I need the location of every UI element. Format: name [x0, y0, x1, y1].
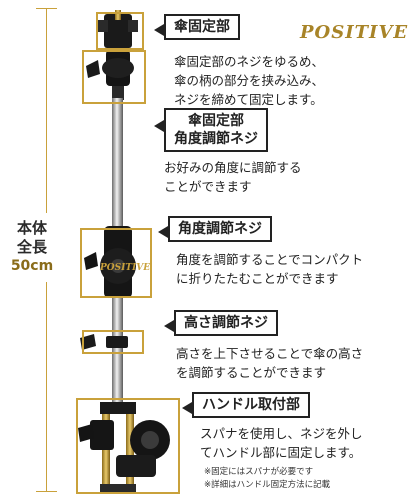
title-line: 角度調節ネジ — [174, 131, 258, 147]
middle-hinge: POSITIVE — [84, 226, 150, 298]
upper-pole — [112, 98, 123, 228]
umbrella-clamp — [98, 10, 138, 48]
desc-line: お好みの角度に調節する — [164, 160, 302, 175]
upper-angle-knob — [86, 50, 134, 100]
callout-handle-mount-title: ハンドル取付部 — [192, 392, 310, 418]
pointer-1 — [154, 24, 164, 36]
callout-clamp-angle-desc: お好みの角度に調節する ことができます — [164, 158, 302, 196]
callout-handle-mount-desc: スパナを使用し、ネジを外し てハンドル部に固定します。 — [200, 424, 363, 462]
title-line: 傘固定部 — [188, 113, 244, 129]
desc-line: てハンドル部に固定します。 — [200, 445, 362, 460]
pointer-3 — [158, 226, 168, 238]
lower-pole — [112, 298, 123, 404]
umbrella-holder-image: POSITIVE — [78, 10, 170, 492]
desc-line: 傘固定部のネジをゆるめ、 — [174, 54, 325, 69]
length-value: 50cm — [10, 258, 54, 274]
callout-height-knob-desc: 高さを上下させることで傘の高さ を調節することができます — [176, 344, 363, 382]
callout-umbrella-clamp-title: 傘固定部 — [164, 14, 240, 40]
callout-clamp-angle-title: 傘固定部 角度調節ネジ — [164, 108, 268, 152]
length-label-line2: 全長 — [16, 238, 47, 256]
desc-line: を調節することができます — [176, 365, 327, 380]
height-knob — [80, 334, 128, 350]
desc-line: 傘の柄の部分を挟み込み、 — [174, 73, 325, 88]
callout-umbrella-clamp-desc: 傘固定部のネジをゆるめ、 傘の柄の部分を挟み込み、 ネジを締めて固定します。 — [174, 52, 324, 109]
callout-angle-knob-title: 角度調節ネジ — [168, 216, 272, 242]
desc-line: 高さを上下させることで傘の高さ — [176, 346, 364, 361]
callout-angle-knob-desc: 角度を調節することでコンパクト に折りたたむことができます — [176, 250, 363, 288]
handle-mount — [78, 402, 170, 492]
dimension-cap-bottom — [36, 491, 57, 492]
desc-line: 角度を調節することでコンパクト — [176, 252, 364, 267]
brand-logo: POSITIVE — [300, 22, 409, 43]
pointer-4 — [164, 320, 174, 332]
pointer-5 — [182, 402, 192, 414]
note-details: ※詳細はハンドル固定方法に記載 — [204, 480, 331, 490]
desc-line: スパナを使用し、ネジを外し — [200, 426, 363, 441]
desc-line: ことができます — [164, 179, 252, 194]
frame-upper-knob — [82, 50, 146, 104]
desc-line: に折りたたむことができます — [176, 271, 339, 286]
frame-handle-mount — [76, 398, 180, 494]
frame-height-knob — [82, 330, 144, 354]
frame-middle-hinge — [80, 228, 152, 298]
badge-text: POSITIVE — [99, 263, 150, 273]
callout-height-knob-title: 高さ調節ネジ — [174, 310, 278, 336]
length-label-line1: 本体 — [16, 219, 47, 237]
desc-line: ネジを締めて固定します。 — [174, 92, 323, 107]
length-label: 本体 全長 50cm — [8, 213, 56, 282]
pointer-2 — [154, 120, 164, 132]
dimension-cap-top — [36, 8, 57, 9]
frame-clamp — [96, 12, 144, 50]
note-wrench: ※固定にはスパナが必要です — [204, 467, 314, 477]
